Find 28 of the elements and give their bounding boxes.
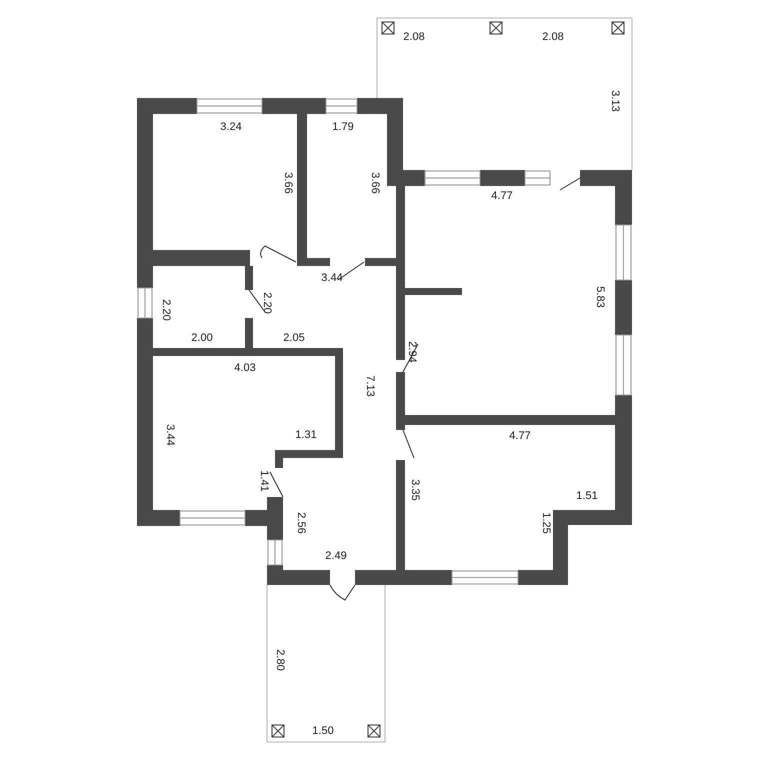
dimension-label: 3.35: [409, 479, 421, 501]
dimension-label: 2.80: [274, 649, 286, 671]
dimension-label: 2.56: [295, 512, 307, 534]
dimension-label: 4.77: [509, 430, 531, 442]
dimension-label: 2.08: [403, 31, 425, 43]
dimension-label: 1.79: [332, 121, 354, 133]
dimension-label: 1.25: [540, 512, 552, 534]
dimension-label: 2.94: [406, 341, 418, 363]
dimension-label: 2.20: [261, 292, 273, 314]
dimension-label: 1.31: [295, 429, 317, 441]
dimension-label: 2.05: [283, 332, 305, 344]
dimension-label: 3.24: [220, 121, 242, 133]
dimension-label: 2.20: [160, 299, 172, 321]
dimension-label: 1.50: [312, 725, 334, 737]
dimension-label: 2.08: [542, 31, 564, 43]
dimension-label: 4.77: [491, 190, 513, 202]
dimension-label: 3.66: [369, 172, 381, 194]
dimension-label: 7.13: [364, 375, 376, 397]
dimension-label: 3.44: [164, 424, 176, 446]
dimension-label: 1.51: [576, 490, 598, 502]
dimension-label: 3.44: [321, 272, 343, 284]
dimension-label: 4.03: [234, 362, 256, 374]
dimension-label: 5.83: [594, 286, 606, 308]
dimension-label: 2.00: [191, 332, 213, 344]
dimension-label: 3.13: [609, 90, 621, 112]
dimension-label: 3.66: [282, 172, 294, 194]
dimension-label: 1.41: [258, 470, 270, 492]
dimension-label: 2.49: [325, 550, 347, 562]
